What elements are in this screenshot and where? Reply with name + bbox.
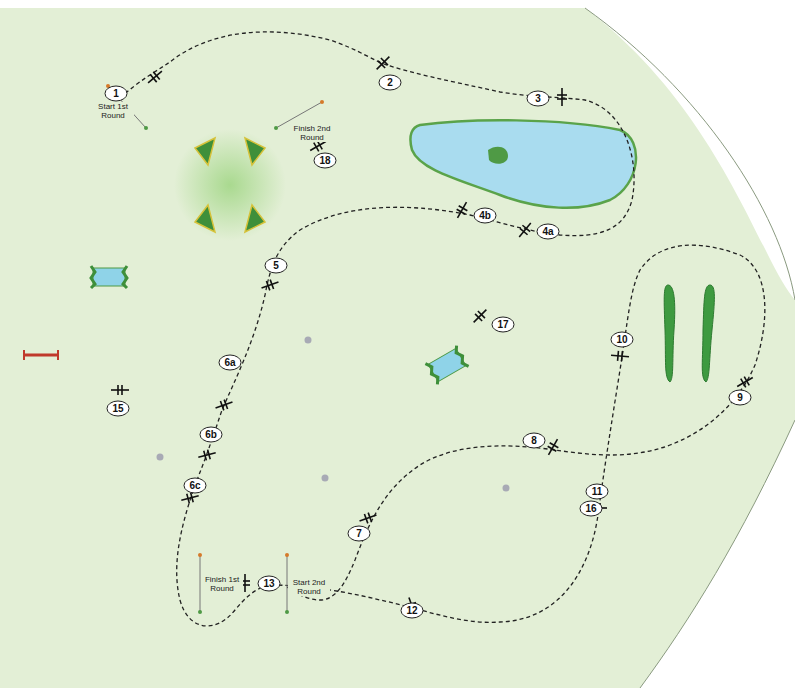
callout-oval: 11 bbox=[585, 483, 609, 500]
callout-oval: 5 bbox=[264, 257, 288, 274]
callout-number: 6b bbox=[205, 429, 217, 440]
callout-number: 16 bbox=[585, 503, 596, 514]
callout-oval: 6b bbox=[199, 426, 223, 443]
callout-oval: 13 bbox=[257, 575, 281, 592]
callout-oval: 16 bbox=[579, 500, 603, 517]
start-finish-label: Finish 1st Round bbox=[201, 575, 243, 593]
callout-oval: 17 bbox=[491, 316, 515, 333]
callout-number: 13 bbox=[263, 578, 274, 589]
callout-number: 17 bbox=[497, 319, 508, 330]
callout-oval: 6c bbox=[183, 477, 207, 494]
island bbox=[488, 147, 508, 164]
callout-oval: 7 bbox=[347, 525, 371, 542]
field-edge bbox=[640, 420, 795, 688]
pond bbox=[410, 120, 636, 208]
callout-oval: 4a bbox=[536, 223, 560, 240]
callout-oval: 3 bbox=[526, 90, 550, 107]
callout-number: 12 bbox=[406, 605, 417, 616]
callout-number: 4a bbox=[542, 226, 553, 237]
marker-dot bbox=[157, 337, 510, 492]
callout-oval: 9 bbox=[728, 389, 752, 406]
callout-oval: 15 bbox=[106, 400, 130, 417]
fence bbox=[111, 53, 755, 616]
red-bar bbox=[24, 350, 58, 360]
start-finish-line bbox=[106, 84, 324, 614]
hedge bbox=[664, 285, 714, 382]
start-finish-label: Finish 2nd Round bbox=[291, 124, 333, 142]
start-finish-label: Start 1st Round bbox=[92, 102, 134, 120]
callout-number: 4b bbox=[479, 210, 491, 221]
course-route bbox=[120, 32, 765, 626]
callout-number: 18 bbox=[319, 155, 330, 166]
callout-oval: 6a bbox=[218, 354, 242, 371]
callout-number: 6a bbox=[224, 357, 235, 368]
callout-number: 2 bbox=[387, 77, 393, 88]
callout-number: 7 bbox=[356, 528, 362, 539]
callout-number: 3 bbox=[535, 93, 541, 104]
water-jump bbox=[425, 346, 468, 385]
callout-oval: 8 bbox=[522, 432, 546, 449]
callout-oval: 4b bbox=[473, 207, 497, 224]
callout-number: 1 bbox=[113, 88, 119, 99]
callout-oval: 18 bbox=[313, 152, 337, 169]
callout-number: 5 bbox=[273, 260, 279, 271]
callout-oval: 10 bbox=[610, 331, 634, 348]
water-jump bbox=[91, 266, 127, 288]
callout-oval: 2 bbox=[378, 74, 402, 91]
callout-oval: 12 bbox=[400, 602, 424, 619]
callout-number: 8 bbox=[531, 435, 537, 446]
callout-number: 9 bbox=[737, 392, 743, 403]
callout-number: 6c bbox=[189, 480, 200, 491]
callout-number: 15 bbox=[112, 403, 123, 414]
mound-banks bbox=[195, 138, 265, 232]
field bbox=[0, 8, 795, 688]
start-finish-label: Start 2nd Round bbox=[288, 578, 330, 596]
callout-oval: 1 bbox=[104, 85, 128, 102]
mound bbox=[174, 129, 286, 241]
callout-number: 10 bbox=[616, 334, 627, 345]
callout-number: 11 bbox=[592, 486, 603, 497]
